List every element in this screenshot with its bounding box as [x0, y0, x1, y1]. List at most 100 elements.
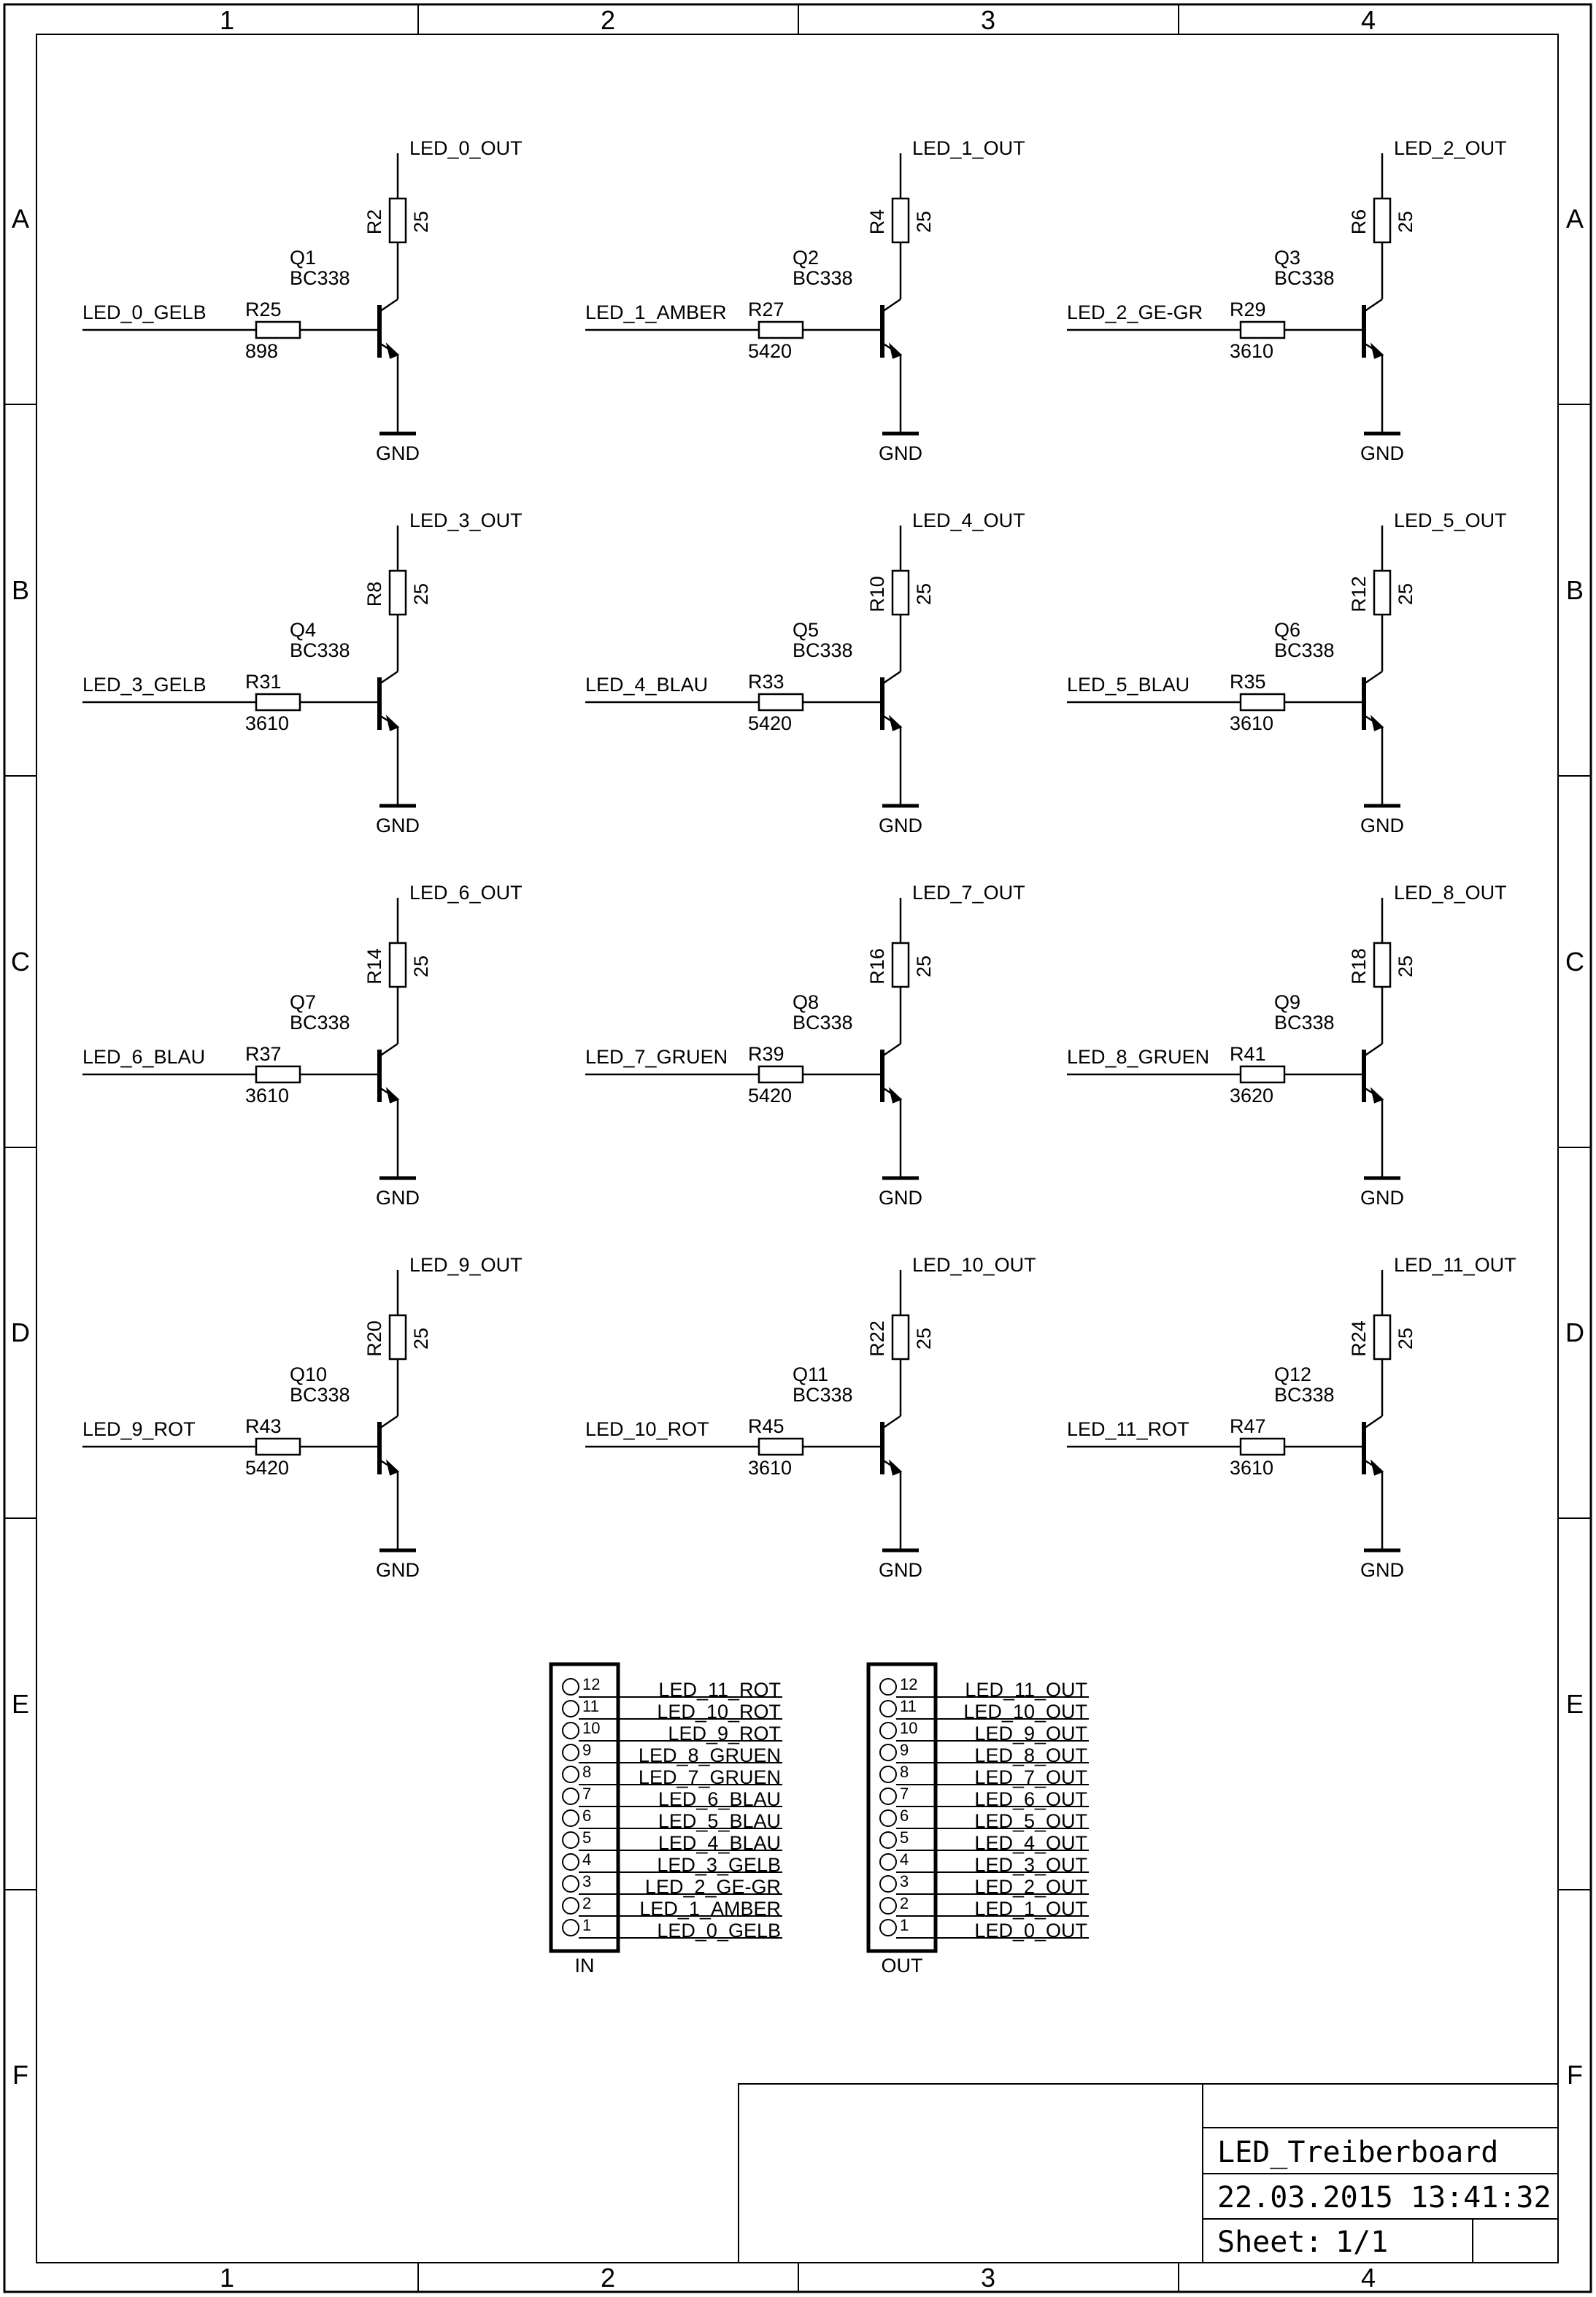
collector-resistor-symbol	[388, 197, 407, 244]
row-label: F	[12, 2060, 28, 2090]
collector-resistor-value: 25	[410, 1328, 432, 1350]
base-resistor-symbol	[757, 1065, 804, 1084]
collector-resistor-name: R2	[363, 209, 385, 235]
collector-resistor-name: R14	[363, 948, 385, 985]
pin-net-label: LED_0_GELB	[657, 1920, 781, 1942]
pin-circle	[562, 1919, 579, 1936]
row-label: D	[11, 1317, 30, 1347]
collector-resistor-symbol	[891, 1314, 910, 1361]
input-net-label: LED_2_GE-GR	[1067, 301, 1203, 323]
collector-resistor-value: 25	[913, 955, 935, 977]
ground-label: GND	[376, 1187, 420, 1209]
base-resistor-name: R31	[245, 671, 282, 693]
pin-net-label: LED_4_BLAU	[658, 1832, 781, 1854]
pin-number: 10	[900, 1719, 917, 1737]
column-label: 2	[601, 2263, 615, 2293]
pin-number: 7	[900, 1785, 909, 1803]
transistor-type: BC338	[290, 639, 350, 661]
pin-circle	[879, 1722, 897, 1739]
pin-number: 5	[900, 1828, 909, 1847]
pin-net-label: LED_2_OUT	[974, 1876, 1087, 1898]
base-resistor-symbol	[1239, 1065, 1286, 1084]
drawing-title: LED_Treiberboard	[1217, 2136, 1498, 2169]
base-resistor-value: 3610	[748, 1457, 792, 1479]
transistor-type: BC338	[290, 1012, 350, 1034]
column-label: 4	[1361, 5, 1376, 35]
collector-lead	[1363, 298, 1383, 313]
transistor-type: BC338	[1274, 1384, 1335, 1406]
collector-resistor-symbol	[891, 942, 910, 988]
pin-number: 1	[582, 1916, 591, 1934]
transistor-type: BC338	[793, 639, 853, 661]
output-net-label: LED_1_OUT	[912, 137, 1025, 159]
base-resistor-name: R25	[245, 299, 282, 320]
pin-circle	[879, 1897, 897, 1915]
transistor-name: Q11	[793, 1363, 828, 1385]
pin-number: 5	[582, 1828, 591, 1847]
transistor-type: BC338	[1274, 1012, 1335, 1034]
collector-resistor-value: 25	[1395, 211, 1416, 233]
pin-number: 12	[582, 1675, 600, 1693]
base-resistor-name: R33	[748, 671, 784, 693]
pin-number: 6	[582, 1807, 591, 1825]
base-resistor-symbol	[255, 320, 301, 339]
collector-resistor-name: R10	[866, 576, 888, 612]
pin-net-label: LED_6_OUT	[974, 1788, 1087, 1810]
emitter-arrow-icon	[1370, 1087, 1384, 1104]
pin-net-label: LED_10_ROT	[657, 1701, 781, 1723]
pin-net-label: LED_1_AMBER	[639, 1898, 781, 1920]
base-resistor-value: 3610	[1230, 1457, 1273, 1479]
input-net-label: LED_6_BLAU	[82, 1046, 205, 1068]
collector-resistor-symbol	[388, 569, 407, 616]
output-net-label: LED_10_OUT	[912, 1254, 1036, 1276]
collector-resistor-name: R24	[1348, 1320, 1370, 1357]
emitter-arrow-icon	[1370, 1459, 1384, 1476]
pin-circle	[879, 1853, 897, 1871]
transistor-name: Q3	[1274, 247, 1300, 269]
pin-number: 12	[900, 1675, 917, 1693]
pin-number: 11	[900, 1697, 917, 1715]
output-net-label: LED_2_OUT	[1394, 137, 1507, 159]
transistor-name: Q6	[1274, 619, 1300, 641]
pin-circle	[562, 1700, 579, 1717]
ground-label: GND	[1360, 442, 1404, 464]
base-resistor-value: 3610	[1230, 712, 1273, 734]
column-label: 1	[220, 2263, 234, 2293]
collector-resistor-symbol	[891, 569, 910, 616]
row-label: E	[1566, 1689, 1584, 1719]
pin-net-label: LED_2_GE-GR	[645, 1876, 781, 1898]
collector-resistor-name: R22	[866, 1320, 888, 1357]
transistor-name: Q4	[290, 619, 316, 641]
collector-lead	[1363, 1415, 1383, 1430]
row-label: A	[12, 204, 29, 234]
output-net-label: LED_3_OUT	[409, 509, 523, 531]
pin-number: 3	[900, 1872, 909, 1890]
pin-circle	[562, 1766, 579, 1783]
drawing-date: 22.03.2015 13:41:32	[1217, 2181, 1551, 2215]
transistor-name: Q7	[290, 991, 316, 1013]
collector-lead	[379, 1415, 398, 1430]
emitter-arrow-icon	[385, 342, 400, 359]
base-resistor-value: 898	[245, 340, 278, 362]
output-net-label: LED_7_OUT	[912, 882, 1025, 904]
collector-resistor-value: 25	[913, 583, 935, 605]
pin-net-label: LED_7_OUT	[974, 1766, 1087, 1788]
base-resistor-name: R41	[1230, 1043, 1266, 1065]
base-resistor-name: R39	[748, 1043, 784, 1065]
ground-label: GND	[1360, 1559, 1404, 1581]
base-resistor-name: R27	[748, 299, 784, 320]
transistor-type: BC338	[793, 267, 853, 289]
collector-resistor-symbol	[1373, 197, 1392, 244]
pin-number: 2	[900, 1894, 909, 1912]
ground-label: GND	[1360, 1187, 1404, 1209]
base-resistor-value: 3610	[245, 1085, 289, 1107]
row-label: C	[1565, 947, 1584, 977]
transistor-type: BC338	[793, 1012, 853, 1034]
ground-label: GND	[879, 442, 922, 464]
base-resistor-value: 5420	[748, 1085, 792, 1107]
